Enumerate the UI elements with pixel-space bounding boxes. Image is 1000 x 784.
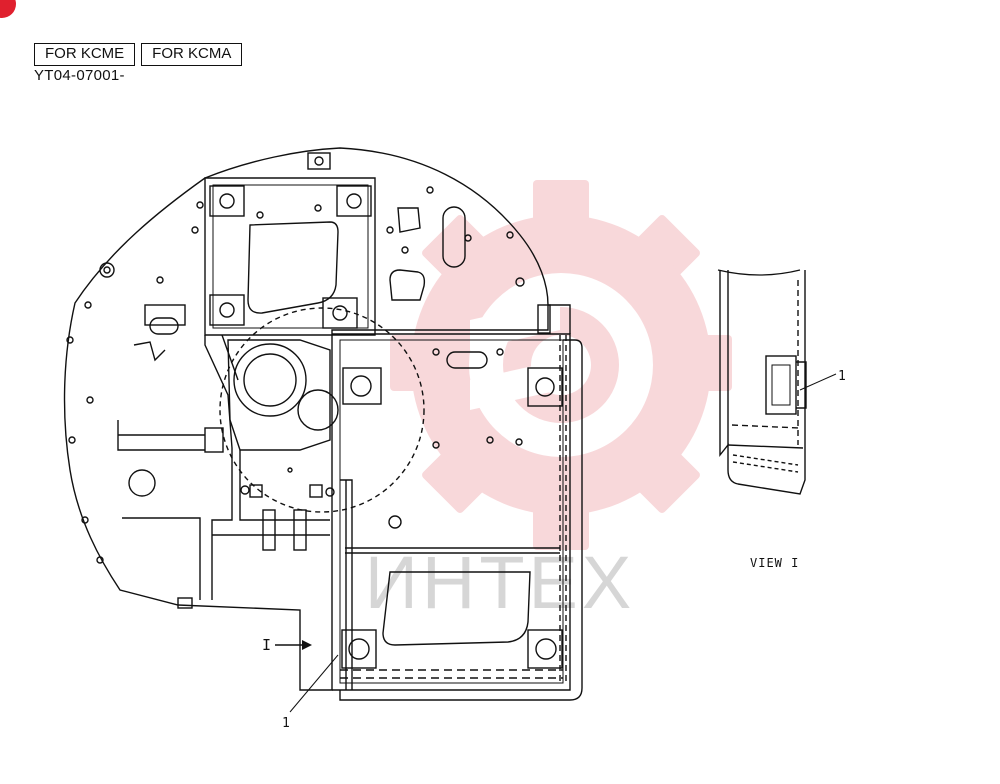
detail-view-caption: VIEW I bbox=[750, 556, 799, 570]
watermark-logo bbox=[390, 180, 732, 550]
nameplate bbox=[765, 355, 797, 415]
detail-part-number-label: 1 bbox=[838, 369, 846, 384]
variant-tags: FOR KCME FOR KCMA bbox=[34, 43, 243, 66]
mount-pad bbox=[209, 294, 245, 326]
part-number-label: 1 bbox=[282, 716, 290, 731]
mount-pad bbox=[209, 185, 245, 217]
variant-tag-kcme: FOR KCME bbox=[34, 43, 136, 66]
floor-plate-assembly bbox=[63, 147, 583, 701]
corner-marker bbox=[0, 0, 16, 18]
watermark-text: ИНТЕХ bbox=[365, 541, 636, 624]
swivel-joint-ring bbox=[233, 343, 307, 417]
model-serial-code: YT04-07001- bbox=[34, 67, 125, 84]
view-arrow-callout: I bbox=[262, 636, 312, 654]
mount-pad bbox=[527, 629, 563, 669]
mount-pad bbox=[527, 367, 563, 407]
view-arrow-letter: I bbox=[262, 636, 271, 654]
mount-pad bbox=[342, 367, 382, 405]
detail-view-panel bbox=[717, 269, 837, 495]
mount-pad bbox=[336, 185, 372, 217]
mount-pad bbox=[341, 629, 377, 669]
mount-pad bbox=[322, 297, 358, 329]
main-frame-rail bbox=[332, 333, 571, 691]
floor-window bbox=[382, 571, 531, 646]
riser-window bbox=[247, 221, 339, 314]
part-leader-1: 1 bbox=[282, 654, 339, 731]
swing-circle bbox=[219, 307, 425, 513]
cab-riser-frame bbox=[204, 177, 376, 336]
variant-tag-kcma: FOR KCMA bbox=[141, 43, 243, 66]
